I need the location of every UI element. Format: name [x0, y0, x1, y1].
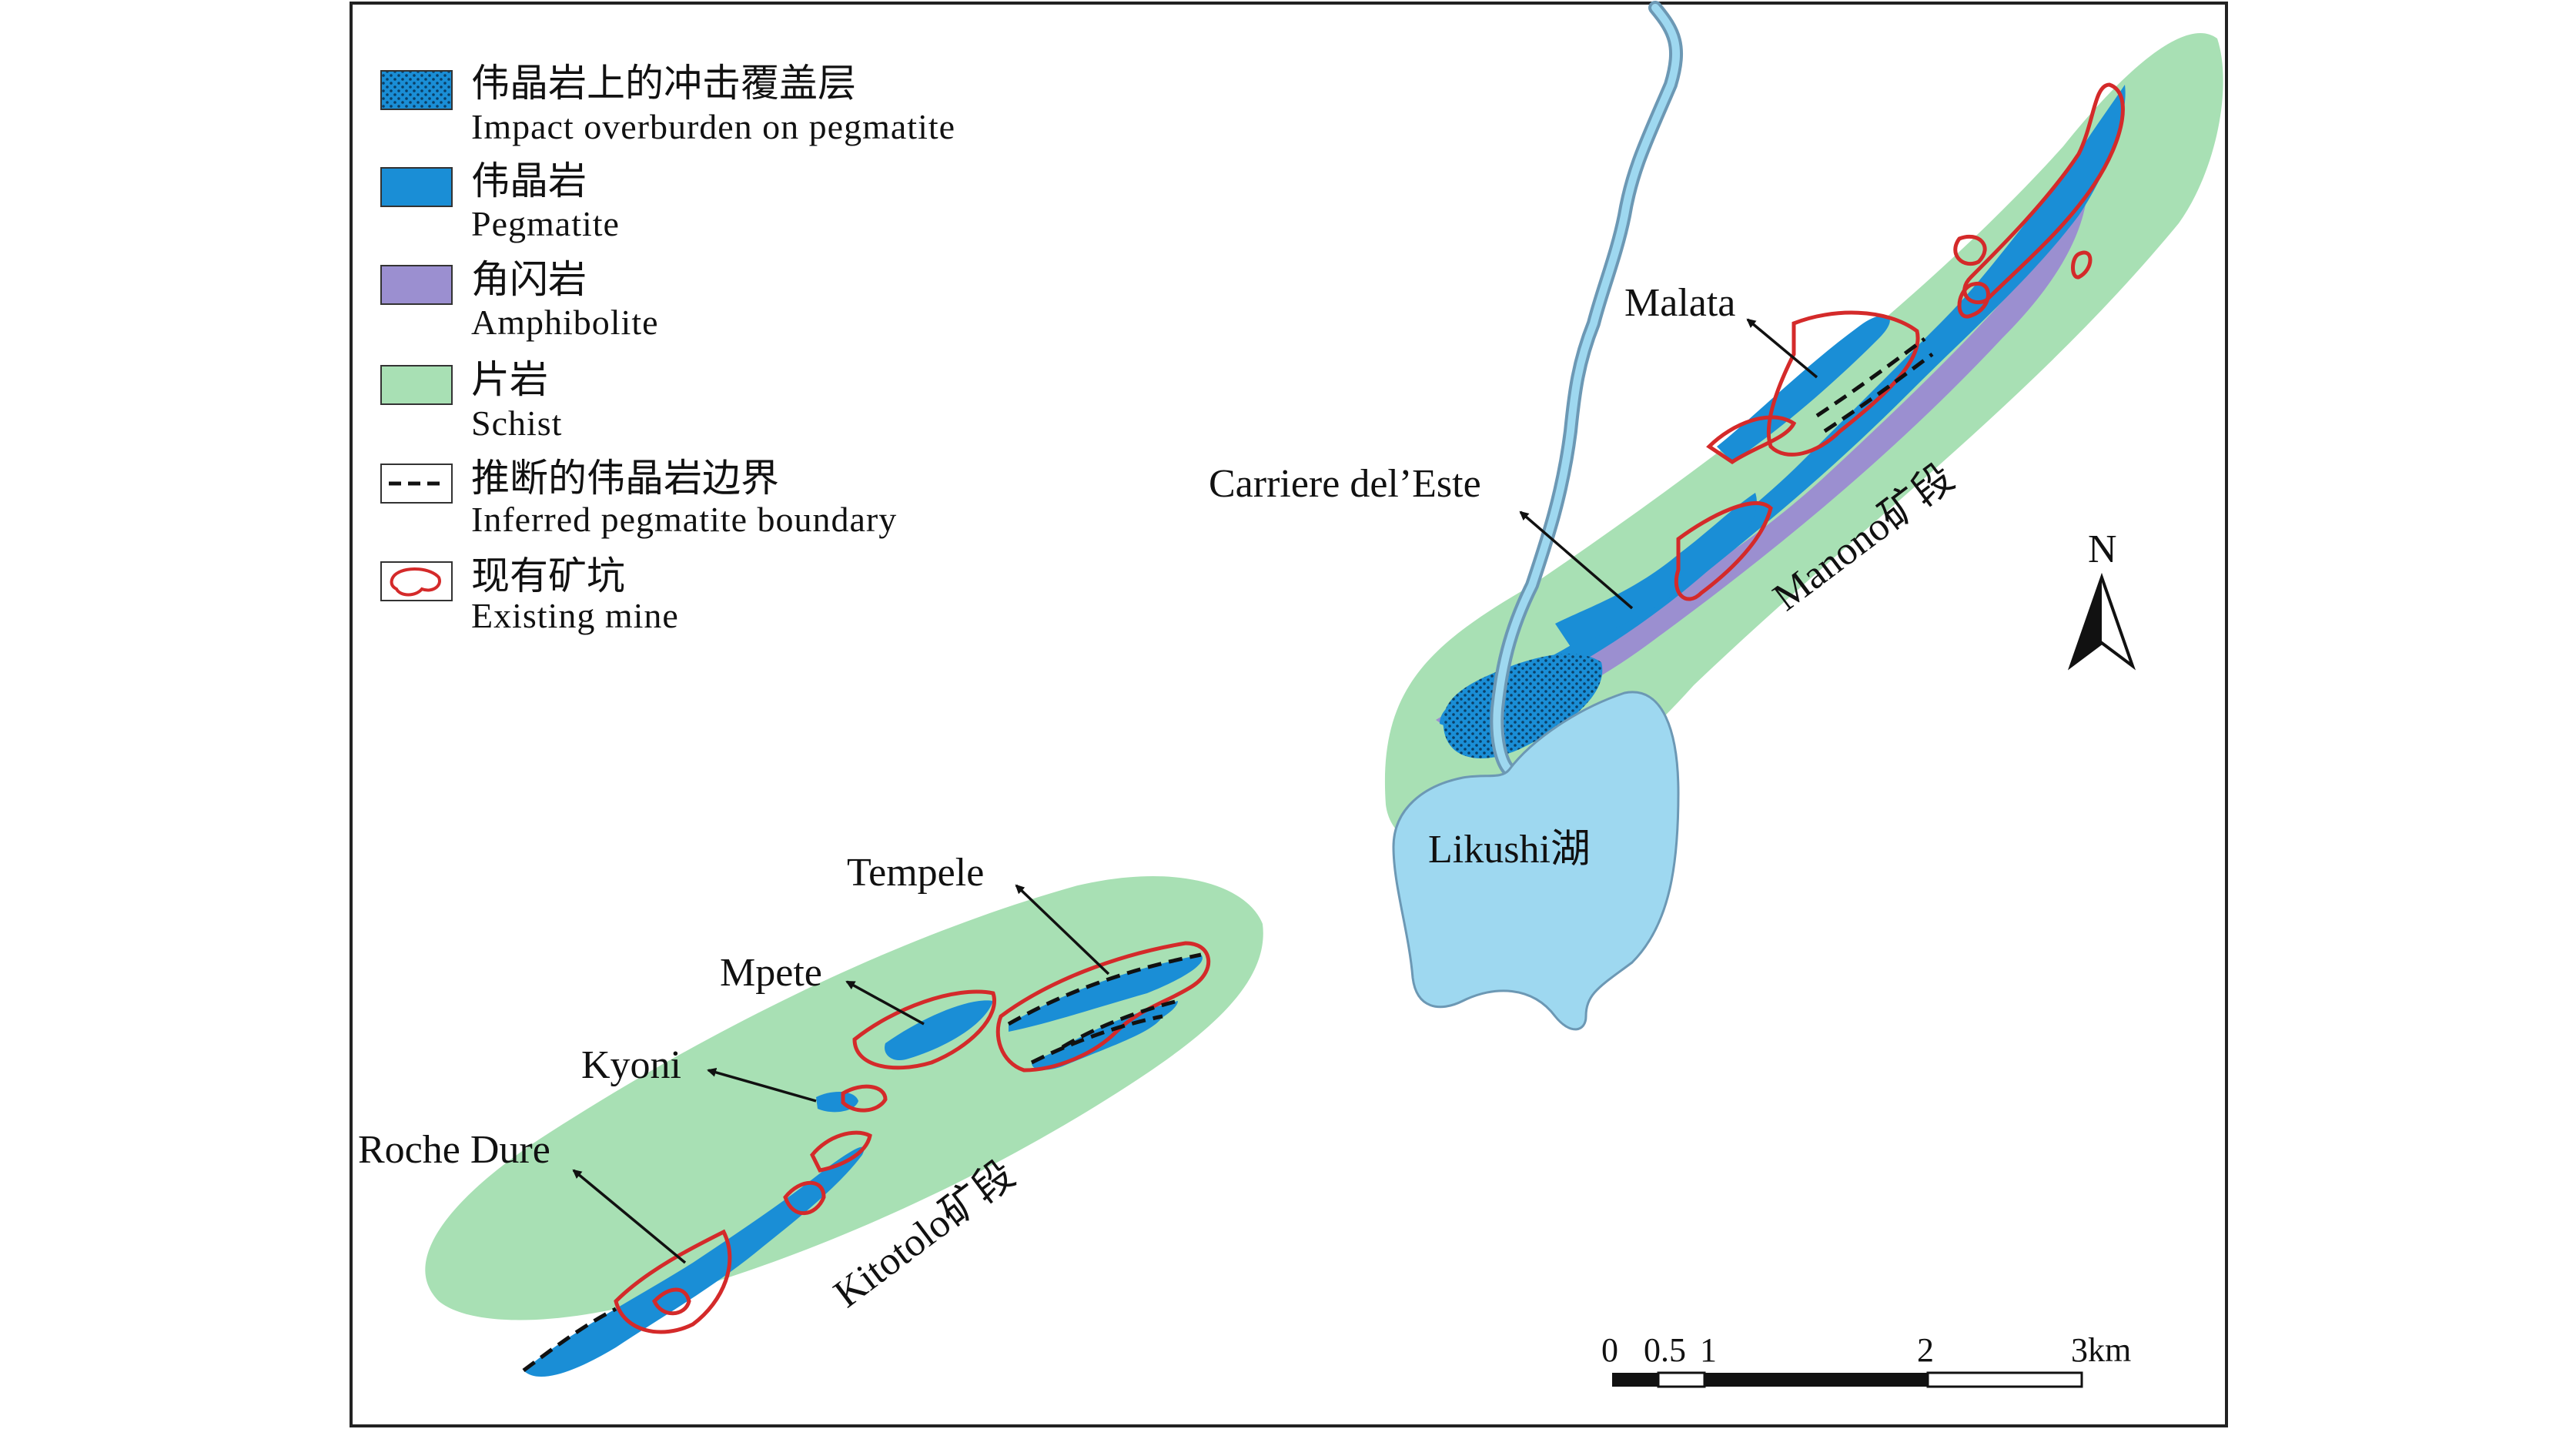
kyoni-leader — [707, 1067, 817, 1103]
mine-outline — [2071, 250, 2093, 279]
kitotolo-existing-mines — [614, 941, 1211, 1334]
scale-tick-4: 3km — [2071, 1331, 2131, 1369]
river-fill — [1493, 4, 1680, 774]
legend-en-0: Impact overburden on pegmatite — [471, 107, 955, 146]
mine-outline — [852, 989, 996, 1070]
scale-seg — [1657, 1371, 1706, 1388]
tempele-pegmatite — [1009, 955, 1203, 1032]
inferred-boundary-line — [1007, 952, 1202, 1026]
scale-tick-2: 1 — [1700, 1331, 1717, 1369]
carriere-pegmatite-lobe — [1555, 493, 1757, 647]
mine-outline — [614, 1229, 732, 1334]
leader-arrows — [572, 318, 1818, 1264]
inferred-boundaries-manono — [1815, 336, 1934, 433]
inferred-boundary-line — [1061, 999, 1179, 1049]
scale-seg — [1612, 1373, 1658, 1387]
legend-cn-5: 现有矿坑 — [471, 554, 625, 597]
scale-tick-0: 0 — [1601, 1331, 1618, 1369]
legend-en-3: Schist — [471, 403, 562, 443]
scale-tick-1: 0.5 — [1644, 1331, 1686, 1369]
scale-bar: 0 0.5 1 2 3km — [1601, 1331, 2131, 1388]
mine-outline — [995, 941, 1211, 1073]
legend-cn-2: 角闪岩 — [471, 258, 587, 301]
legend-swatch-impact-overburden — [380, 70, 453, 110]
legend-en-4: Inferred pegmatite boundary — [471, 500, 897, 539]
label-carriere: Carriere del’Este — [1209, 462, 1481, 506]
mine-outline — [1953, 234, 1987, 266]
mpete-leader — [845, 980, 925, 1026]
mine-outline — [652, 1287, 691, 1316]
label-likushi: Likushi湖 — [1428, 828, 1591, 872]
mpete-pegmatite — [885, 1000, 993, 1061]
label-roche-dure: Roche Dure — [358, 1128, 550, 1172]
legend-cn-3: 片岩 — [471, 358, 548, 401]
north-label: N — [2088, 527, 2117, 571]
roche-dure-leader — [572, 1169, 687, 1264]
mine-outline — [1766, 310, 1920, 457]
mine-outline — [1706, 415, 1797, 465]
inferred-boundary-line — [522, 1307, 617, 1373]
manono-existing-mines — [1674, 82, 2125, 601]
label-malata: Malata — [1624, 281, 1735, 325]
likushi-lake — [1392, 691, 1680, 1031]
malata-pegmatite — [1717, 315, 1890, 462]
label-tempele: Tempele — [847, 851, 984, 895]
scale-seg — [1926, 1371, 2083, 1388]
impact-overburden — [1443, 654, 1603, 758]
label-mpete: Mpete — [720, 951, 822, 995]
malata-leader — [1746, 318, 1818, 379]
north-arrow: N — [2067, 527, 2136, 671]
north-arrow-half — [2071, 577, 2102, 666]
mine-outline — [1957, 281, 1990, 319]
tempele-pegmatite — [1032, 1016, 1163, 1070]
mine-outline — [783, 1180, 826, 1216]
scale-seg — [1705, 1373, 1928, 1387]
legend-swatch-schist — [380, 365, 453, 405]
carriere-leader — [1519, 510, 1634, 610]
legend-en-1: Pegmatite — [471, 204, 620, 243]
tempele-leader — [1015, 884, 1110, 976]
label-kyoni: Kyoni — [581, 1043, 681, 1087]
legend-swatch-pegmatite — [380, 167, 453, 207]
mine-outline — [841, 1084, 888, 1113]
legend-mine-outline-icon — [390, 567, 441, 597]
mine-outline — [1962, 82, 2125, 305]
legend-swatch-amphibolite — [380, 265, 453, 305]
mine-outline — [1674, 501, 1773, 601]
mine-outline — [810, 1130, 872, 1173]
inferred-boundary-line — [1815, 336, 1926, 418]
legend-cn-0: 伟晶岩上的冲击覆盖层 — [471, 62, 856, 105]
legend-cn-4: 推断的伟晶岩边界 — [471, 457, 779, 500]
legend-en-2: Amphibolite — [471, 303, 659, 342]
roche-dure-pegmatite — [524, 1146, 865, 1377]
inferred-boundary-line — [1823, 352, 1934, 433]
scale-tick-3: 2 — [1917, 1331, 1934, 1369]
legend-en-5: Existing mine — [471, 596, 679, 635]
inferred-boundaries-kitotolo — [522, 952, 1202, 1373]
legend: 伟晶岩上的冲击覆盖层 Impact overburden on pegmatit… — [380, 62, 955, 635]
legend-cn-1: 伟晶岩 — [471, 159, 587, 202]
inferred-boundary-line — [1030, 1014, 1163, 1065]
